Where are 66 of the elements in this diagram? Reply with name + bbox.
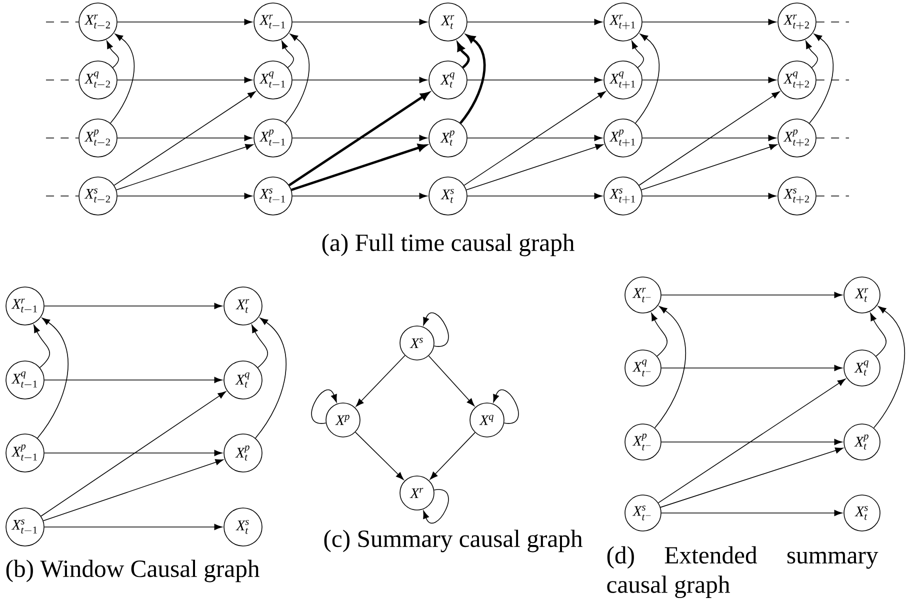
arrow <box>44 450 222 456</box>
arrow <box>467 18 602 26</box>
arrow <box>660 448 844 508</box>
arrow <box>117 18 252 26</box>
arrow <box>117 76 252 84</box>
self-loop-arrow <box>423 312 449 347</box>
curved-arrow <box>873 306 906 428</box>
self-loop-arrow <box>493 389 519 424</box>
arrow <box>661 364 842 372</box>
arrow <box>467 76 602 84</box>
arrow <box>44 302 222 310</box>
arrow <box>355 432 404 480</box>
arrow <box>658 378 846 504</box>
curved-arrow <box>37 318 69 439</box>
curved-arrow <box>285 34 310 124</box>
curved-arrow <box>870 312 886 357</box>
arrow <box>116 144 254 190</box>
self-loop-arrow <box>423 489 449 524</box>
arrow <box>464 91 606 186</box>
arrow <box>44 376 222 384</box>
curved-arrow <box>635 34 660 124</box>
arrow <box>292 192 428 200</box>
arrow <box>288 92 430 186</box>
arrow <box>428 355 475 406</box>
arrow <box>467 134 602 142</box>
arrow <box>638 91 780 186</box>
caption: (d) Extended summary causal graph <box>607 546 878 598</box>
caption: (a) Full time causal graph <box>322 234 574 256</box>
arrow <box>642 18 776 26</box>
curved-arrow <box>106 40 119 68</box>
arrow <box>117 192 252 200</box>
arrow <box>642 134 776 142</box>
arrow <box>44 524 222 530</box>
arrow <box>661 292 842 298</box>
arrow <box>42 459 224 522</box>
arrow <box>661 510 842 516</box>
curved-arrow <box>255 318 286 439</box>
curved-arrow <box>651 312 668 357</box>
curved-arrow <box>252 324 268 368</box>
arrow <box>467 192 602 200</box>
curved-arrow <box>632 40 644 68</box>
arrow <box>466 144 604 190</box>
arrow <box>114 91 256 186</box>
self-loop-arrow <box>311 389 337 424</box>
arrow <box>642 192 776 200</box>
arrow <box>292 134 428 142</box>
arrow <box>661 438 842 446</box>
curved-arrow <box>34 324 50 368</box>
arrow <box>642 76 776 84</box>
curved-arrow <box>809 34 834 124</box>
curved-arrow <box>460 34 486 124</box>
curved-arrow <box>110 34 135 124</box>
arrow <box>292 18 428 26</box>
arrow <box>292 76 428 84</box>
caption: (b) Window Causal graph <box>6 560 260 582</box>
curved-arrow <box>806 40 818 68</box>
arrow <box>291 144 426 192</box>
caption: (c) Summary causal graph <box>324 530 582 552</box>
arrow <box>117 134 252 142</box>
curved-arrow <box>654 306 686 428</box>
arrow <box>641 144 778 190</box>
arrow <box>40 391 226 517</box>
curved-arrow <box>457 42 470 68</box>
curved-arrow <box>282 40 294 68</box>
arrow <box>430 432 476 480</box>
arrow <box>356 355 406 407</box>
